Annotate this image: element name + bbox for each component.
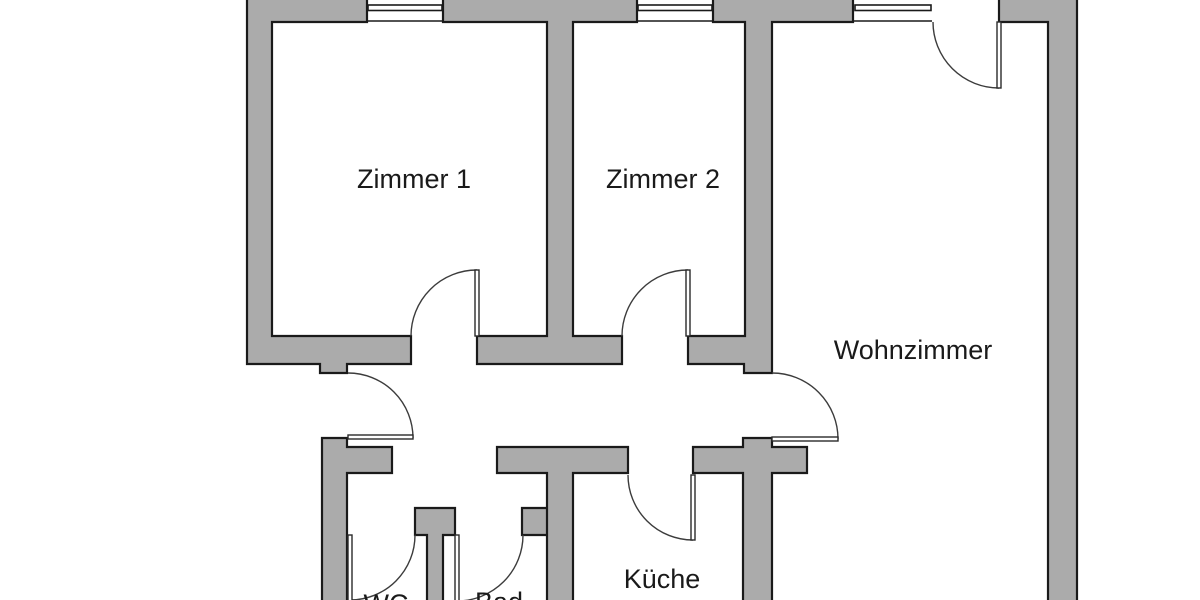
door-leaf — [347, 434, 414, 440]
wall-segment-zimmer1-zimmer2 — [441, 0, 639, 366]
door-swing-arc — [621, 269, 689, 337]
room-label-wohnzimmer: Wohnzimmer — [834, 335, 993, 365]
wall-segment-bad-kueche — [495, 445, 630, 600]
window-zimmer2 — [637, 4, 713, 22]
wall-segment-right-outer — [997, 0, 1079, 600]
wall-segment-lower-left — [320, 436, 394, 600]
door-swing-arc — [627, 474, 694, 541]
wall-segment-zimmer2-flur — [686, 0, 855, 375]
door-wohnzimmer — [771, 372, 839, 442]
door-leaf — [454, 534, 460, 600]
window-glazing — [637, 4, 713, 12]
window-glazing — [367, 4, 443, 12]
walls — [245, 0, 1079, 600]
door-leaf — [474, 269, 480, 337]
room-labels: Zimmer 1 Zimmer 2 Wohnzimmer Küche WC Ba… — [357, 164, 992, 600]
windows — [367, 4, 932, 22]
door-swing-arc — [349, 534, 416, 600]
door-leaf — [771, 436, 839, 442]
door-wc — [347, 534, 416, 600]
wall-segment-wc-bad — [413, 506, 457, 600]
door-zimmer2 — [621, 269, 691, 337]
wall-segment-kueche-wohnzimmer — [691, 436, 809, 600]
door-swing-arc — [771, 372, 839, 440]
door-swing-arc — [932, 21, 1000, 89]
room-label-zimmer1: Zimmer 1 — [357, 164, 471, 194]
door-balcony — [932, 21, 1002, 89]
door-leaf — [690, 474, 696, 541]
door-leaf — [685, 269, 691, 337]
door-entry — [347, 372, 414, 440]
room-label-bad: Bad — [475, 587, 523, 600]
wall-segment-left-outer — [245, 0, 413, 375]
door-kueche — [627, 474, 696, 541]
door-zimmer1 — [410, 269, 480, 337]
window-zimmer1 — [367, 4, 443, 22]
window-wohnzimmer — [854, 4, 932, 22]
room-label-wc: WC — [364, 589, 409, 600]
door-swing-arc — [410, 269, 478, 337]
room-label-kueche: Küche — [624, 564, 701, 594]
room-label-zimmer2: Zimmer 2 — [606, 164, 720, 194]
door-swing-arc — [347, 372, 414, 439]
doors — [347, 21, 1002, 600]
window-glazing — [854, 4, 932, 12]
door-leaf — [347, 534, 353, 600]
door-leaf — [996, 21, 1002, 89]
wall-segment-bad-stub — [520, 506, 550, 537]
